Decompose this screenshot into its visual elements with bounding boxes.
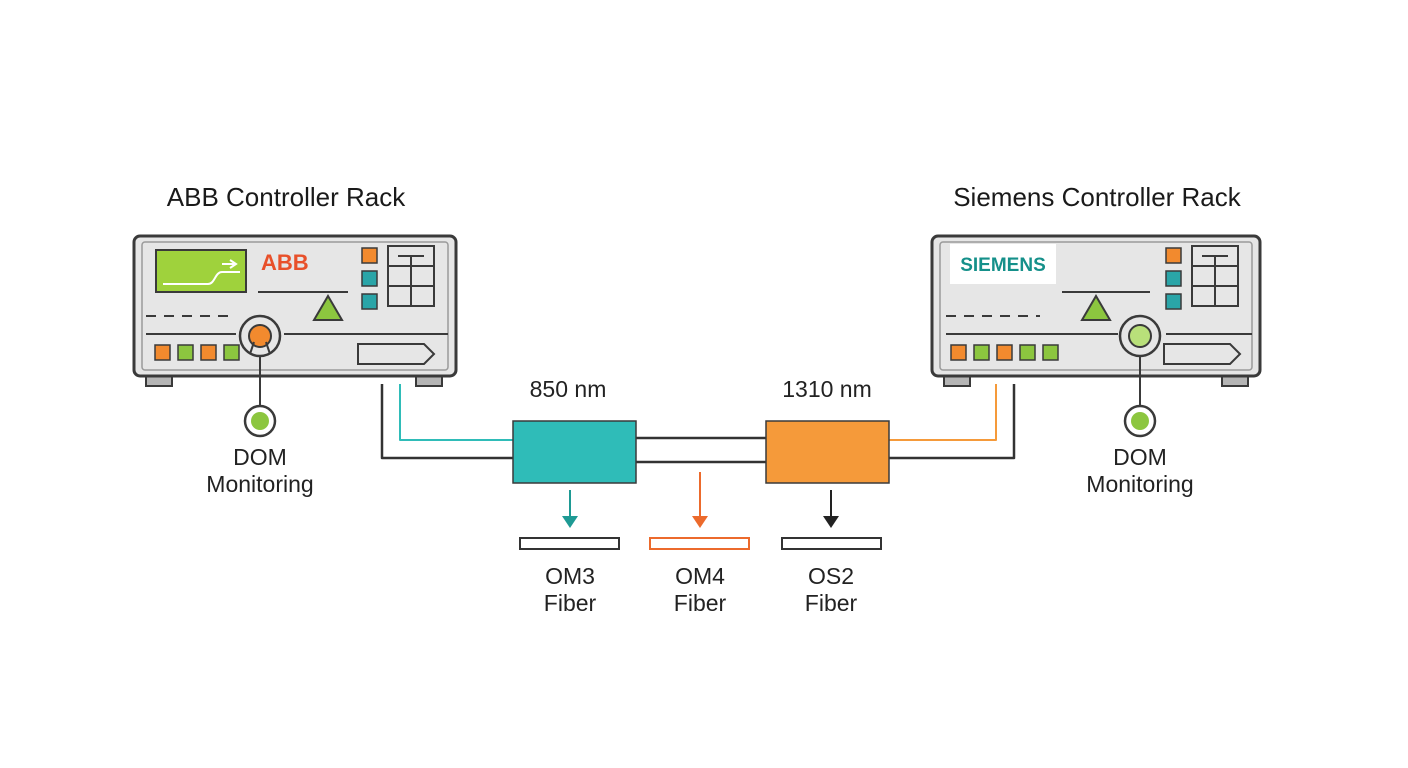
abb-display-arrow-icon xyxy=(222,259,238,269)
abb-cable-teal xyxy=(399,384,514,441)
abb-status-led-teal-1 xyxy=(361,270,378,287)
siemens-cable-orange xyxy=(889,384,997,441)
siemens-rack-title: Siemens Controller Rack xyxy=(953,182,1242,212)
siemens-status-led-teal-2 xyxy=(1165,293,1182,310)
abb-sfp-slot xyxy=(357,343,436,365)
abb-status-led-orange xyxy=(361,247,378,264)
os2-arrow-icon xyxy=(823,516,839,528)
abb-controller-rack: ABB xyxy=(132,234,458,387)
abb-logo: ABB xyxy=(261,250,309,275)
transceiver-1310-label: 1310 nm xyxy=(782,376,872,402)
abb-rack-inner-bezel xyxy=(141,241,449,371)
abb-port-led-1 xyxy=(154,344,171,361)
abb-port-grid xyxy=(387,245,435,307)
abb-port-led-4 xyxy=(223,344,240,361)
om3-label-line2: Fiber xyxy=(544,590,597,616)
om3-arrow-icon xyxy=(562,516,578,528)
abb-dom-sensor-clip xyxy=(249,341,271,355)
siemens-port-grid xyxy=(1191,245,1239,307)
abb-cable-black xyxy=(380,384,514,460)
abb-display-waveform xyxy=(163,271,240,285)
siemens-dom-sensor-knob xyxy=(1128,324,1152,348)
transceiver-850-module xyxy=(512,420,637,484)
om4-label-line2: Fiber xyxy=(674,590,727,616)
siemens-logo-plate xyxy=(950,244,1056,284)
abb-port-led-2 xyxy=(177,344,194,361)
siemens-rack-inner-bezel xyxy=(939,241,1253,371)
siemens-status-led-orange xyxy=(1165,247,1182,264)
om4-label-line1: OM4 xyxy=(675,563,725,589)
om3-label-line1: OM3 xyxy=(545,563,595,589)
om4-fiber-bar xyxy=(649,537,750,550)
abb-dom-indicator-icon xyxy=(251,412,269,430)
os2-label-line2: Fiber xyxy=(805,590,858,616)
siemens-port-led-1 xyxy=(950,344,967,361)
abb-rack-title: ABB Controller Rack xyxy=(167,182,406,212)
siemens-sfp-slot xyxy=(1163,343,1242,365)
abb-dom-sensor-knob xyxy=(248,324,272,348)
fiber-cables xyxy=(380,384,1016,464)
siemens-status-led-teal-1 xyxy=(1165,270,1182,287)
siemens-port-led-2 xyxy=(973,344,990,361)
om3-fiber-bar xyxy=(519,537,620,550)
siemens-dom-indicator-icon xyxy=(1131,412,1149,430)
siemens-port-led-3 xyxy=(996,344,1013,361)
abb-status-led-teal-2 xyxy=(361,293,378,310)
transceiver-1310-module xyxy=(765,420,890,484)
siemens-logo: SIEMENS xyxy=(960,255,1046,276)
siemens-cable-black xyxy=(889,384,1016,460)
siemens-dom-label-line1: DOM xyxy=(1113,444,1167,470)
transceiver-850-label: 850 nm xyxy=(530,376,607,402)
siemens-dom-label-line2: Monitoring xyxy=(1086,471,1193,497)
siemens-warning-triangle-icon xyxy=(1080,294,1112,321)
abb-dom-label-line1: DOM xyxy=(233,444,287,470)
fiber-os2: OS2 Fiber xyxy=(781,490,882,616)
abb-dom-label-line2: Monitoring xyxy=(206,471,313,497)
siemens-port-led-4 xyxy=(1019,344,1036,361)
os2-fiber-bar xyxy=(781,537,882,550)
fiber-om3: OM3 Fiber xyxy=(519,490,620,616)
om4-arrow-icon xyxy=(692,516,708,528)
siemens-port-led-5 xyxy=(1042,344,1059,361)
abb-warning-triangle-icon xyxy=(312,294,344,321)
fiber-om4: OM4 Fiber xyxy=(649,472,750,616)
os2-label-line1: OS2 xyxy=(808,563,854,589)
siemens-controller-rack: SIEMENS xyxy=(930,234,1262,387)
abb-port-led-3 xyxy=(200,344,217,361)
